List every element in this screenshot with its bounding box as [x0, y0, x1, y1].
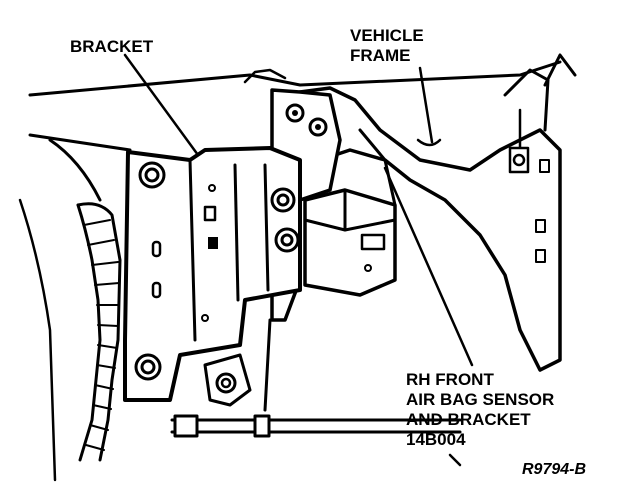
lower-tab [203, 318, 272, 412]
label-sensor-4: 14B004 [406, 430, 466, 449]
label-vehicle-frame-1: VEHICLE [350, 26, 424, 45]
bracket-bolts [134, 161, 300, 394]
bracket-leader [123, 53, 200, 157]
label-bracket: BRACKET [70, 37, 154, 56]
lower-tube [170, 414, 462, 438]
air-bag-sensor [303, 128, 397, 297]
label-sensor-2: AIR BAG SENSOR [406, 390, 554, 409]
mounting-bracket [123, 146, 302, 402]
label-vehicle-frame-2: FRAME [350, 46, 410, 65]
label-sensor-1: RH FRONT [406, 370, 494, 389]
reference-code: R9794-B [522, 461, 586, 478]
vehicle-frame-rail [298, 53, 577, 372]
wiring-harness [18, 138, 122, 482]
sensor-leader [383, 166, 474, 367]
frame-leader [418, 66, 434, 144]
label-sensor-3: AND BRACKET [406, 410, 531, 429]
leader-lines [123, 53, 474, 467]
